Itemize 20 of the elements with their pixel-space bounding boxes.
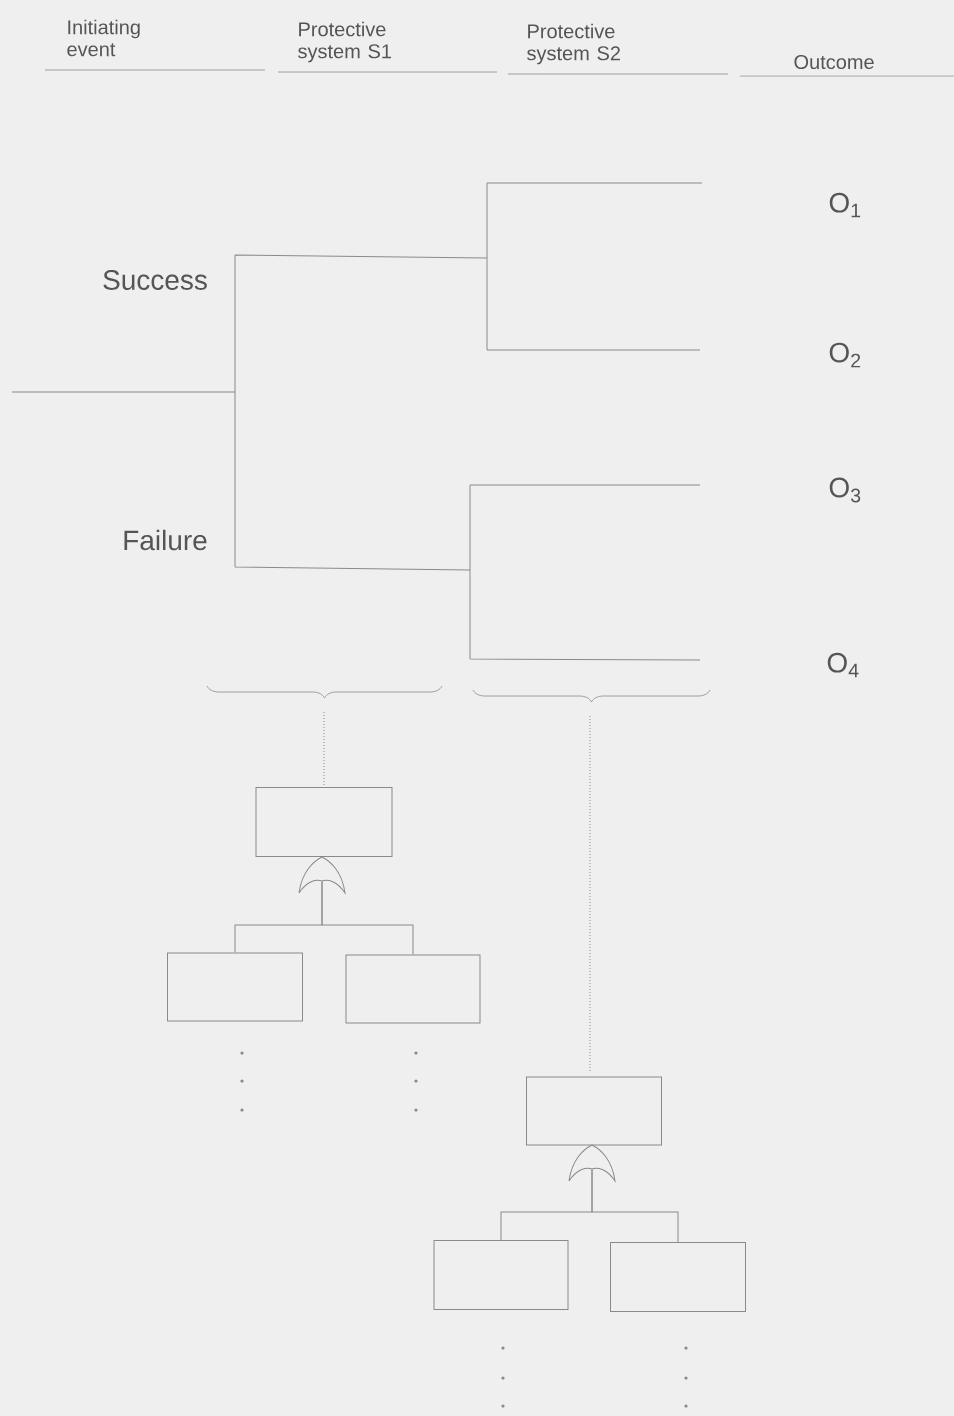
or-gate-symbol bbox=[298, 856, 346, 894]
fault-tree-box bbox=[345, 954, 481, 1024]
outcome-label: O$_{4}$ bbox=[827, 652, 859, 678]
branch-label: Failure bbox=[124, 529, 207, 551]
fault-tree-box bbox=[167, 952, 303, 1022]
fault-tree-box bbox=[526, 1076, 662, 1146]
outcome-label: O$_{2}$ bbox=[829, 342, 861, 368]
outcome-label: O$_{1}$ bbox=[829, 192, 861, 218]
outcome-label: O$_{3}$ bbox=[829, 477, 861, 503]
column-heading: Protective system S1 bbox=[298, 21, 391, 63]
column-heading: Protective system S2 bbox=[527, 23, 620, 65]
fault-tree-box bbox=[433, 1240, 569, 1310]
or-gate-symbol bbox=[568, 1144, 616, 1182]
branch-label: Success bbox=[103, 270, 207, 290]
connector-line bbox=[591, 1169, 679, 1243]
column-heading: Initiating event bbox=[67, 19, 140, 57]
connector-line bbox=[321, 881, 414, 955]
column-heading: Outcome bbox=[794, 54, 874, 70]
fault-tree-box bbox=[255, 787, 393, 857]
fault-tree-box bbox=[610, 1242, 746, 1312]
